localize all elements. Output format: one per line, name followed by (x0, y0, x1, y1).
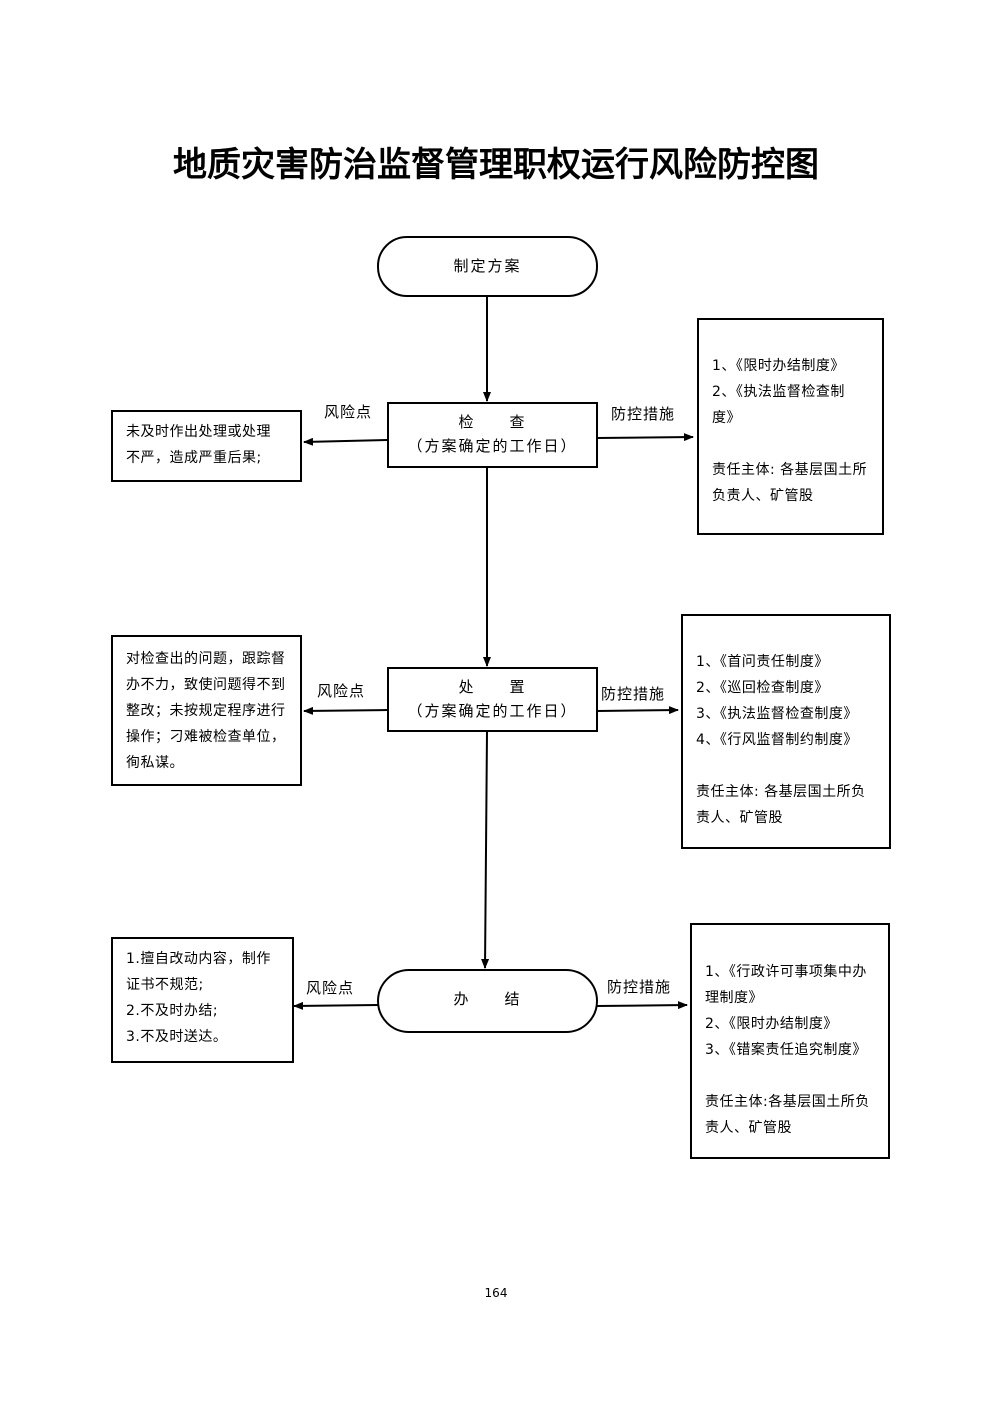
risk-label-finish: 风险点 (306, 979, 355, 997)
node-check-shape (387, 402, 598, 468)
node-handle-shape (387, 667, 598, 732)
measure-text: 1、《行政许可事项集中办 (705, 964, 867, 980)
risk-text: 对检查出的问题，跟踪督 (126, 651, 286, 667)
measure-text: 度》 (712, 410, 741, 426)
risk-text: 操作；刁难被检查单位， (126, 729, 286, 745)
page-number: 164 (484, 1286, 508, 1300)
measure-text: 2、《巡回检查制度》 (696, 680, 829, 696)
risk-text: 办不力，致使问题得不到 (126, 677, 286, 693)
measure-box-check: 1、《限时办结制度》 2、《执法监督检查制 度》 责任主体: 各基层国土所 负责… (697, 318, 884, 535)
arrow-handle-risk (303, 706, 389, 715)
node-plan: 制定方案 (378, 254, 597, 278)
risk-text: 3.不及时送达。 (126, 1029, 228, 1045)
arrow-check-risk (303, 437, 389, 446)
measure-text: 1、《首问责任制度》 (696, 654, 829, 670)
risk-label-check: 风险点 (324, 403, 373, 421)
measure-text: 2、《执法监督检查制 (712, 384, 845, 400)
arrow-finish-risk (293, 1001, 379, 1010)
measure-text: 责任主体:各基层国土所负 (705, 1094, 870, 1110)
risk-text: 不严，造成严重后果; (126, 450, 262, 466)
measure-text: 责人、矿管股 (696, 810, 783, 826)
node-check-sublabel: （方案确定的工作日） (407, 437, 578, 455)
risk-text: 2.不及时办结; (126, 1003, 219, 1019)
risk-text: 1.擅自改动内容，制作 (126, 951, 271, 967)
node-finish-label: 办 结 (453, 990, 522, 1008)
arrow-handle-measure (596, 706, 679, 715)
measure-text: 责人、矿管股 (705, 1120, 792, 1136)
node-check-label: 检 查 (458, 413, 527, 431)
arrow-handle-to-finish (481, 731, 490, 969)
risk-box-check: 未及时作出处理或处理 不严，造成严重后果; (111, 410, 302, 482)
measure-text: 3、《错案责任追究制度》 (705, 1042, 867, 1058)
node-handle-label: 处 置 (458, 678, 527, 696)
node-finish: 办 结 (378, 987, 597, 1011)
measure-text: 责任主体: 各基层国土所负 (696, 784, 866, 800)
node-plan-label: 制定方案 (453, 257, 522, 275)
node-handle: 处 置 （方案确定的工作日） (388, 675, 597, 723)
measure-label-handle: 防控措施 (601, 685, 666, 703)
arrow-check-measure (596, 433, 694, 442)
measure-text: 3、《执法监督检查制度》 (696, 706, 858, 722)
risk-text: 徇私谋。 (126, 755, 184, 771)
measure-text (712, 431, 882, 457)
measure-text (696, 753, 889, 779)
risk-text: 未及时作出处理或处理 (126, 424, 271, 440)
risk-text: 整改；未按规定程序进行 (126, 703, 286, 719)
measure-text (705, 1063, 888, 1089)
measure-text: 2、《限时办结制度》 (705, 1016, 838, 1032)
measure-text: 责任主体: 各基层国土所 (712, 462, 868, 478)
measure-text: 1、《限时办结制度》 (712, 358, 845, 374)
node-plan-shape (377, 236, 598, 297)
measure-label-check: 防控措施 (611, 405, 676, 423)
risk-box-finish: 1.擅自改动内容，制作 证书不规范; 2.不及时办结; 3.不及时送达。 (111, 937, 294, 1063)
measure-text: 4、《行风监督制约制度》 (696, 732, 858, 748)
arrow-finish-measure (596, 1001, 688, 1010)
measure-label-finish: 防控措施 (607, 978, 672, 996)
measure-box-handle: 1、《首问责任制度》 2、《巡回检查制度》 3、《执法监督检查制度》 4、《行风… (681, 614, 891, 849)
risk-label-handle: 风险点 (317, 682, 366, 700)
measure-text: 理制度》 (705, 990, 763, 1006)
node-handle-sublabel: （方案确定的工作日） (407, 702, 578, 720)
measure-box-finish: 1、《行政许可事项集中办 理制度》 2、《限时办结制度》 3、《错案责任追究制度… (690, 923, 890, 1159)
node-finish-shape (377, 969, 598, 1033)
risk-text: 证书不规范; (126, 977, 204, 993)
page-title: 地质灾害防治监督管理职权运行风险防控图 (173, 145, 819, 185)
node-check: 检 查 （方案确定的工作日） (388, 410, 597, 458)
risk-box-handle: 对检查出的问题，跟踪督 办不力，致使问题得不到 整改；未按规定程序进行 操作；刁… (111, 635, 302, 786)
measure-text: 负责人、矿管股 (712, 488, 814, 504)
